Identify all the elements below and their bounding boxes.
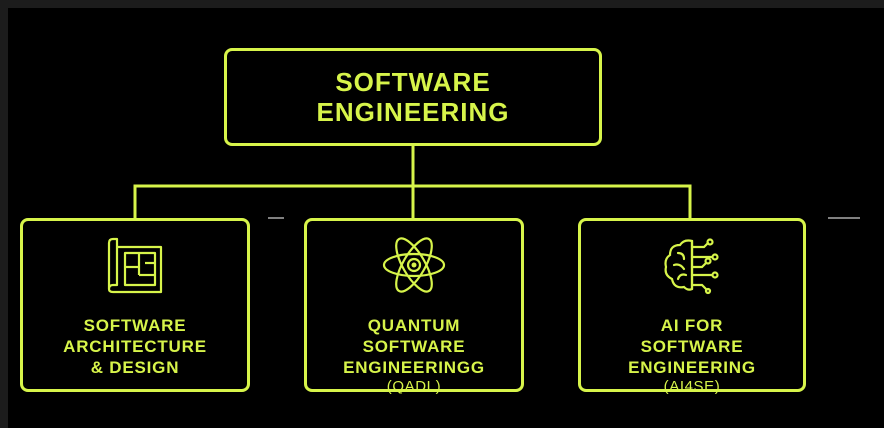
node-ai-for-software-engineering: AI FOR SOFTWARE ENGINEERING (AI4SE): [578, 218, 806, 395]
node-title-line: ARCHITECTURE: [63, 337, 207, 356]
brain-circuit-icon: [664, 238, 719, 295]
blueprint-icon: [107, 237, 163, 294]
atom-icon: [382, 237, 446, 293]
node-title-line: & DESIGN: [90, 358, 180, 377]
node-title-line: SOFTWARE: [362, 337, 466, 356]
node-title-line: SOFTWARE: [640, 337, 744, 356]
node-subtitle: (AI4SE): [663, 378, 721, 395]
node-software-architecture: SOFTWARE ARCHITECTURE & DESIGN: [20, 218, 250, 392]
root-title-line: SOFTWARE: [335, 67, 491, 97]
node-title-line: SOFTWARE: [83, 316, 187, 335]
connector-branch: [133, 184, 692, 218]
node-title-line: ENGINEERINGG: [343, 358, 485, 377]
node-title-line: AI FOR: [660, 316, 724, 335]
node-subtitle: (QADL): [386, 378, 442, 395]
root-node: SOFTWARE ENGINEERING: [224, 48, 602, 146]
node-title-line: QUANTUM: [367, 316, 461, 335]
root-title-line: ENGINEERING: [316, 97, 510, 127]
node-quantum-software-engineering: QUANTUM SOFTWARE ENGINEERINGG (QADL): [304, 218, 524, 395]
node-title-line: ENGINEERING: [628, 358, 756, 377]
